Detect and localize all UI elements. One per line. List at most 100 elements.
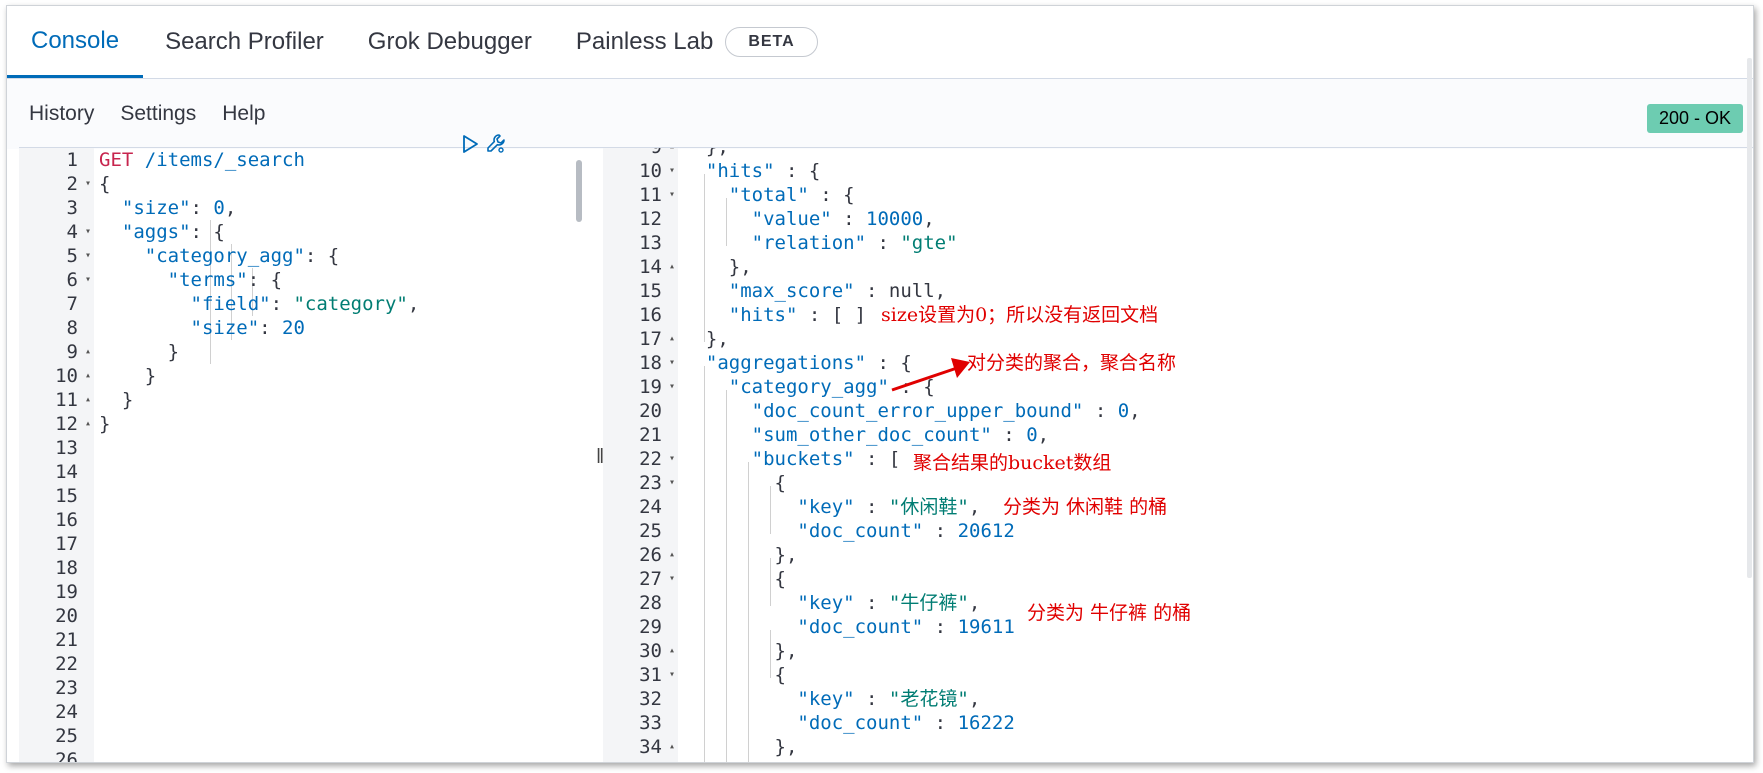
json-key: "doc_count" (797, 616, 924, 638)
line-number: 2 (66, 173, 78, 195)
code-line: "buckets" : [ (683, 447, 901, 471)
tab-painless-lab[interactable]: Painless Lab BETA (554, 6, 840, 78)
json-punct: : (923, 712, 958, 734)
json-key: "total" (728, 184, 809, 206)
fold-close-icon[interactable]: ▴ (84, 418, 91, 429)
fold-open-icon[interactable]: ▾ (668, 357, 675, 368)
fold-open-icon[interactable]: ▾ (668, 669, 675, 680)
json-punct: : (866, 232, 901, 254)
code-line: "aggs": { (99, 220, 225, 244)
response-viewer[interactable]: }, "hits" : { "total" : { "value" : 1000… (679, 148, 1739, 762)
json-punct: { (683, 568, 786, 590)
fold-open-icon[interactable]: ▾ (84, 178, 91, 189)
json-punct: : { (190, 221, 225, 243)
line-number: 5 (66, 245, 78, 267)
code-line: "max_score" : null, (683, 279, 946, 303)
wrench-icon[interactable] (485, 132, 509, 161)
tab-painless-lab-label: Painless Lab (575, 28, 714, 55)
fold-close-icon[interactable]: ▴ (84, 394, 91, 405)
tab-search-profiler[interactable]: Search Profiler (165, 28, 324, 55)
annotation-aggregation-name: 对分类的聚合，聚合名称 (967, 352, 1177, 374)
indent-guide (210, 220, 211, 364)
fold-close-icon[interactable]: ▴ (669, 148, 675, 159)
line-number: 22 (639, 448, 662, 470)
fold-open-icon[interactable]: ▾ (84, 250, 91, 261)
json-punct: }, (683, 148, 729, 158)
json-punct: { (683, 664, 786, 686)
drag-handle-icon[interactable]: ‖ (596, 446, 605, 468)
fold-open-icon[interactable]: ▾ (668, 189, 675, 200)
menu-help[interactable]: Help (222, 102, 266, 125)
line-number: 28 (639, 592, 662, 614)
request-editor[interactable]: GET /items/_search { "size": 0, "aggs": … (95, 148, 575, 762)
code-line: "total" : { (683, 183, 855, 207)
fold-open-icon[interactable]: ▾ (668, 165, 675, 176)
response-gutter: 9▴10▾11▾121314▴151617▴18▾19▾202122▾23▾24… (603, 148, 678, 762)
code-line: "aggregations" : { (683, 351, 912, 375)
json-key: "category_agg" (144, 245, 305, 267)
json-number: 0 (1117, 400, 1130, 422)
dev-tools-tabs: Console Search Profiler Grok Debugger Pa… (7, 6, 1753, 78)
json-key: "key" (797, 688, 855, 710)
request-line: GET /items/_search (99, 148, 305, 172)
fold-close-icon[interactable]: ▴ (668, 549, 675, 560)
code-line: "terms": { (99, 268, 282, 292)
menu-settings[interactable]: Settings (120, 102, 197, 125)
fold-close-icon[interactable]: ▴ (668, 645, 675, 656)
fold-open-icon[interactable]: ▾ (84, 226, 91, 237)
line-number: 15 (55, 485, 78, 507)
json-punct: : { (866, 352, 912, 374)
json-punct: : { (304, 245, 340, 267)
fold-open-icon[interactable]: ▾ (668, 477, 675, 488)
code-line: }, (683, 255, 752, 279)
fold-close-icon[interactable]: ▴ (668, 261, 675, 272)
line-number: 7 (66, 293, 78, 315)
fold-open-icon[interactable]: ▾ (668, 573, 675, 584)
json-key: "aggregations" (705, 352, 867, 374)
menu-history[interactable]: History (29, 102, 95, 125)
json-key: "sum_other_doc_count" (751, 424, 992, 446)
fold-open-icon[interactable]: ▾ (84, 274, 91, 285)
code-line: { (683, 567, 786, 591)
line-number: 8 (66, 317, 78, 339)
line-number: 1 (66, 149, 78, 171)
json-punct: : (1083, 400, 1118, 422)
json-punct: { (99, 173, 111, 195)
line-number: 20 (55, 605, 78, 627)
tab-console[interactable]: Console (7, 6, 144, 78)
fold-close-icon[interactable]: ▴ (84, 346, 91, 357)
json-punct: : (831, 208, 867, 230)
line-number: 12 (55, 413, 78, 435)
json-key: "doc_count_error_upper_bound" (751, 400, 1084, 422)
json-punct: : { (888, 376, 935, 398)
line-number: 24 (55, 701, 78, 723)
json-punct: , (968, 592, 981, 614)
json-punct: : { (774, 160, 821, 182)
json-punct: : (270, 293, 294, 315)
json-punct: }, (683, 640, 798, 662)
json-punct: } (99, 365, 157, 387)
line-number: 23 (639, 472, 662, 494)
line-number: 13 (55, 437, 78, 459)
line-number: 18 (55, 557, 78, 579)
line-number: 33 (639, 712, 662, 734)
fold-close-icon[interactable]: ▴ (668, 741, 675, 752)
code-line: "size": 20 (99, 316, 305, 340)
json-punct: : [ ] (797, 304, 867, 326)
fold-close-icon[interactable]: ▴ (84, 370, 91, 381)
code-line: "hits" : [ ] (683, 303, 866, 327)
fold-open-icon[interactable]: ▾ (668, 381, 675, 392)
play-icon[interactable] (460, 134, 480, 159)
code-line: "size": 0, (99, 196, 236, 220)
line-number: 9 (66, 341, 78, 363)
code-line: "value" : 10000, (683, 207, 935, 231)
fold-close-icon[interactable]: ▴ (668, 333, 675, 344)
line-number: 29 (639, 616, 662, 638)
response-scrollbar[interactable] (1747, 58, 1752, 578)
tab-grok-debugger[interactable]: Grok Debugger (367, 28, 532, 55)
line-number: 12 (639, 208, 662, 230)
fold-open-icon[interactable]: ▾ (668, 453, 675, 464)
request-scrollbar[interactable] (576, 160, 582, 222)
status-badge: 200 - OK (1646, 104, 1743, 133)
